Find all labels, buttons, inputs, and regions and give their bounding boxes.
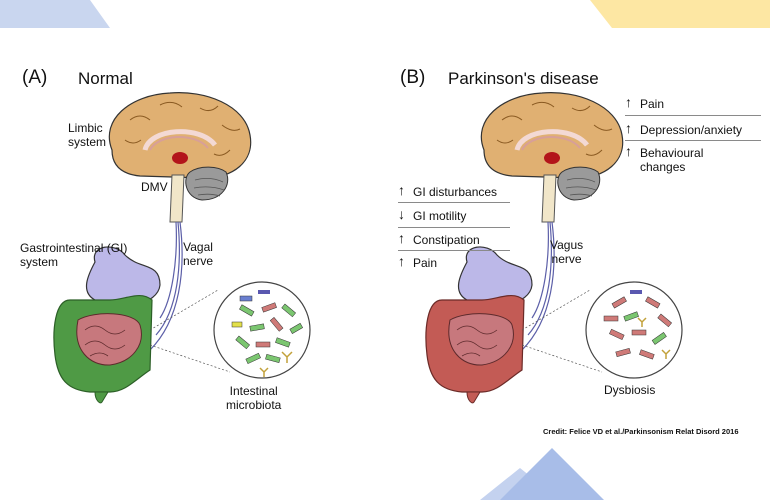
gi-system-label: Gastrointestinal (GI) system — [20, 241, 127, 269]
depression-increase-arrow: ↑ — [625, 120, 632, 136]
credit-line: Credit: Felice VD et al./Parkinsonism Re… — [543, 427, 739, 436]
stomach-a — [85, 246, 161, 307]
microbiota-circle-a — [149, 281, 311, 379]
top-left-banner — [0, 0, 110, 28]
vagus-nerve-b — [521, 221, 555, 351]
constipation-text: Constipation — [413, 233, 480, 247]
vagal-nerve-a — [149, 221, 183, 351]
panel-b-letter: (B) — [400, 67, 426, 88]
intestine-b — [425, 295, 525, 404]
microbiota-line-1: Intestinal — [229, 384, 278, 398]
divider — [625, 140, 761, 141]
pain-text: Pain — [640, 97, 665, 111]
behaviour-line-2: changes — [640, 160, 686, 174]
depression-text: Depression/anxiety — [640, 123, 743, 137]
gi-disturbance-text: GI disturbances — [413, 185, 498, 199]
brain-a — [108, 92, 252, 223]
panel-b-title: Parkinson's disease — [448, 69, 599, 88]
pain-increase-arrow: ↑ — [625, 94, 632, 110]
behaviour-increase-arrow: ↑ — [625, 143, 632, 159]
limbic-line-2: system — [68, 135, 107, 149]
gi-pain-text: Pain — [413, 256, 438, 270]
brain-b — [480, 92, 624, 223]
behaviour-text: Behavioural changes — [640, 146, 703, 174]
stomach-b — [457, 246, 533, 307]
limbic-system-label: Limbic system — [68, 121, 106, 149]
vagus-line-2: nerve — [551, 252, 582, 266]
divider — [398, 202, 510, 203]
panel-a-letter: (A) — [22, 67, 48, 88]
vagal-line-2: nerve — [183, 254, 214, 268]
panel-a-title: Normal — [78, 69, 133, 88]
gi-line-1: Gastrointestinal (GI) — [20, 241, 128, 255]
gi-motility-text: GI motility — [413, 209, 467, 223]
vagus-line-1: Vagus — [550, 238, 584, 252]
divider — [398, 250, 510, 251]
dysbiosis-label: Dysbiosis — [604, 383, 656, 397]
vagal-nerve-label: Vagal nerve — [183, 240, 213, 268]
microbiota-label: Intestinal microbiota — [226, 384, 281, 412]
vagal-line-1: Vagal — [183, 240, 213, 254]
behaviour-line-1: Behavioural — [640, 146, 704, 160]
dmv-label: DMV — [141, 180, 168, 194]
gi-pain-arrow: ↑ — [398, 253, 405, 269]
divider — [398, 227, 510, 228]
bottom-triangle-right — [500, 448, 604, 500]
gi-line-2: system — [20, 255, 59, 269]
microbiota-line-2: microbiota — [226, 398, 282, 412]
gi-disturbance-arrow: ↑ — [398, 182, 405, 198]
gi-motility-arrow: ↓ — [398, 206, 405, 222]
limbic-line-1: Limbic — [68, 121, 103, 135]
constipation-arrow: ↑ — [398, 230, 405, 246]
top-right-banner — [590, 0, 770, 28]
microbiota-circle-b — [521, 281, 683, 379]
divider — [625, 115, 761, 116]
intestine-a — [53, 295, 153, 404]
vagus-nerve-label: Vagus nerve — [550, 238, 583, 266]
